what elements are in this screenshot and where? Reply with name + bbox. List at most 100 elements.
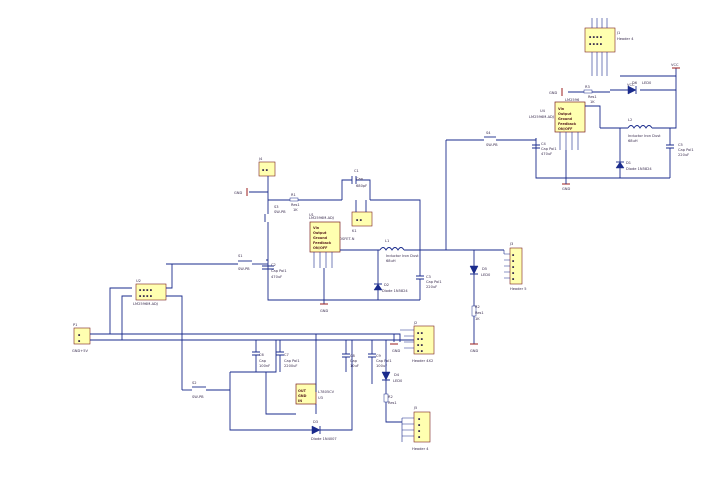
svg-text:Ground: Ground [558,117,573,121]
header-j5: ▪ ▪ ▪ ▪ J5 Header 4 [412,406,431,451]
capacitor-c2-value: Cap Pol1 [271,269,287,273]
switch-s4-value: SW-PB [486,143,498,147]
gnd-label-s3: GND [234,191,242,195]
gnd-label-u2: GND [320,309,328,313]
capacitor-c7-value: Cap Pol1 [284,359,300,363]
svg-text:Ground: Ground [313,236,328,240]
resistor-r2-value2: 1K [475,317,480,321]
capacitor-c1-value: Cap [356,177,364,181]
header-p1-value: GND+5V [72,349,89,353]
header-j5-ref: J5 [413,406,417,410]
regulator-u2-pins [313,252,333,268]
regulator-7805-body [295,383,317,405]
capacitor-c9 [368,340,376,384]
svg-text:Res1: Res1 [388,401,397,405]
diode-d3: D3 Diode 1N4007 [310,340,353,441]
regulator-u3-7805: OUT GND IN L7805CV U3 [295,383,335,405]
svg-text:▪: ▪ [78,339,81,343]
switch-s2-value: SW-PB [192,395,204,399]
header-j1: ▪ ▪ ▪ ▪ ▪ ▪ ▪ ▪ J1 Header 4 [584,27,634,53]
capacitor-c1-value2: 680pF [356,184,367,188]
capacitor-c1-ref: C1 [354,169,359,173]
capacitor-c7-ref: C7 [284,353,289,357]
capacitor-c5-value: Cap Pol1 [678,148,694,152]
switch-s4: S4 SW-PB [446,131,537,147]
led-d5-ref: D5 [482,267,487,271]
regulator-u4-pins [559,132,579,150]
svg-text:OUT: OUT [298,389,307,393]
svg-text:▪ ▪: ▪ ▪ [417,337,424,341]
capacitor-c3-value2: 220uF [426,285,437,289]
svg-text:Output: Output [313,231,327,235]
regulator-7805-ref: U3 [318,396,323,400]
regulator-u4: U4 LM2596M-ADJ Vin Output Ground Feedbac… [529,98,586,133]
capacitor-c9-value: Cap Pol1 [376,359,392,363]
switch-s3-ref: S3 [274,205,279,209]
capacitor-c5-value2: 220uF [678,153,689,157]
svg-text:IN: IN [298,399,302,403]
svg-text:Feedback: Feedback [558,122,577,126]
wire-s3-down [267,222,312,301]
regulator-u2-part: LM2596M-ADJ [309,216,334,220]
switch-s3: S3 SW-PB [264,204,286,222]
header-j2-value: Header 4X2 [412,359,433,363]
header-j3-ref: J3 [509,242,513,246]
driver-u3-part: LM2596M-ADJ [133,302,158,306]
mosfet-k1-ref: K1 [352,229,357,233]
capacitor-c8-value2: 10uF [350,364,359,368]
resistor-r3-ref: R3 [585,85,590,89]
switch-s2: S2 SW-PB [182,381,230,399]
svg-text:▪ ▪: ▪ ▪ [356,218,363,222]
wire-j1-pins [591,52,608,76]
svg-text:▪: ▪ [418,429,421,433]
capacitor-c3-ref: C3 [426,275,431,279]
header-p1-body [73,327,91,345]
svg-text:LM2596: LM2596 [565,98,580,102]
header-j2-body [413,325,435,355]
led-d4-ref: D4 [394,373,400,377]
svg-text:▪ ▪ ▪ ▪: ▪ ▪ ▪ ▪ [139,288,153,292]
capacitor-c1: C1 Cap 680pF [341,169,371,200]
switch-s1: S1 SW-PB [166,254,268,271]
led-d5: D5 LED0 [469,250,491,306]
switch-s4-ref: S4 [486,131,491,135]
regulator-u4-part: LM2596M-ADJ [529,115,554,119]
switch-s2-ref: S2 [192,381,197,385]
resistor-r1-ref: R1 [291,193,296,197]
switch-s3-lever [264,204,269,222]
svg-text:▪: ▪ [418,417,421,421]
gnd-label-top: GND [549,91,557,95]
regulator-u2-body [309,221,341,253]
capacitor-c7 [276,340,284,372]
diode-d3-value: Diode 1N4007 [311,437,337,441]
inductor-l1-ref: L1 [385,239,389,243]
regulator-u2-ref: U1 [309,213,314,217]
header-j3-value: Header 5 [510,287,527,291]
resistor-r1 [289,197,299,202]
svg-text:▪ ▪: ▪ ▪ [262,168,269,172]
capacitor-c7-value2: 2200uF [284,364,298,368]
header-j5-body [413,411,431,443]
svg-text:▪: ▪ [512,253,515,257]
capacitor-c6-ref: C6 [259,353,265,357]
svg-text:▪: ▪ [418,423,421,427]
resistor-r2-value: Res1 [475,311,484,315]
header-p-mid: ▪ ▪ J4 [258,157,276,177]
mosfet-k1: ▪ ▪ K1 MOSFET-N [336,211,373,241]
capacitor-c4-ref: C4 [541,142,547,146]
driver-u3-body [135,283,167,301]
inductor-l2-value2: 68uH [628,139,638,143]
regulator-u4-body [554,101,586,133]
led-d4-value: LED0 [393,379,403,383]
regulator-u4-ref: U4 [540,109,546,113]
capacitor-c5-ref: C5 [678,143,683,147]
led-d5-value: LED0 [481,273,491,277]
capacitor-c4-value: Cap Pol1 [541,147,557,151]
diode-d1-value: Diode 1N5824 [626,167,652,171]
inductor-l2-ref: L2 [628,118,632,122]
resistor-r1-value: Res1 [291,203,300,207]
mosfet-k1-part: MOSFET-N [336,237,355,241]
svg-text:▪: ▪ [512,265,515,269]
resistor-r3 [583,89,593,94]
header-p1-ref: P1 [73,323,77,327]
